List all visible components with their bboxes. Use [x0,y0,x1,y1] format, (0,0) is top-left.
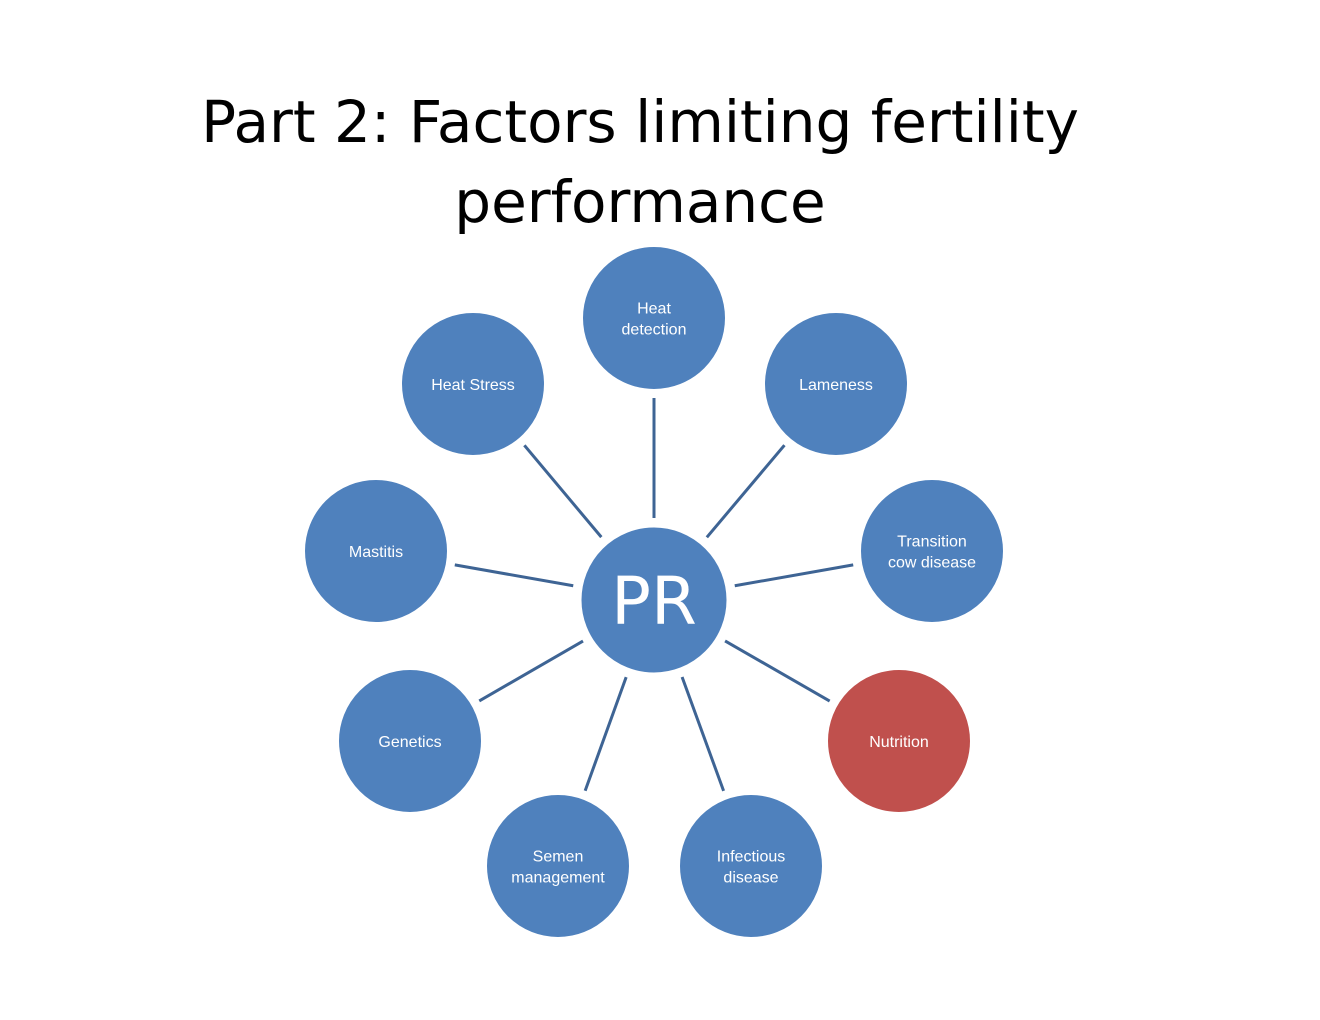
node-heat-stress-circle [400,311,546,457]
node-transition-cow-disease-circle [859,478,1005,624]
node-heat-stress: Heat Stress [400,311,546,457]
node-nutrition-label-1: Nutrition [869,734,929,751]
node-nutrition-circle [826,668,972,814]
node-lameness-circle [763,311,909,457]
node-heat-detection-label-2: detection [622,322,687,339]
node-transition-cow-disease-label-1: Transition [897,534,967,551]
slide-title-line-2: performance [454,168,826,236]
center-node: PR [578,524,730,676]
node-transition-cow-disease-label-2: cow disease [888,555,976,572]
node-lameness-label-1: Lameness [799,377,873,394]
node-heat-detection-label-1: Heat [637,301,671,318]
node-genetics-circle [337,668,483,814]
connector-heat-stress [523,444,603,539]
connector-nutrition [724,639,831,703]
center-node-label: PR [611,563,697,640]
node-infectious-disease-label-1: Infectious [717,849,785,866]
node-mastitis: Mastitis [303,478,449,624]
node-infectious-disease-label-2: disease [723,870,778,887]
connector-genetics [478,639,584,703]
node-semen-management-label-2: management [511,870,605,887]
node-infectious-disease-circle [678,793,824,939]
node-infectious-disease: Infectious disease [678,793,824,939]
connector-group [454,398,854,792]
slide-title: Part 2: Factors limiting fertility perfo… [140,82,1140,242]
node-semen-management: Semen management [485,793,631,939]
node-semen-management-circle [485,793,631,939]
node-genetics: Genetics [337,668,483,814]
connector-mastitis [454,563,574,588]
slide-title-line-1: Part 2: Factors limiting fertility [201,88,1079,156]
node-lameness: Lameness [763,311,909,457]
node-semen-management-label-1: Semen [533,849,584,866]
connector-transition-cow-disease [734,563,854,588]
node-mastitis-label-1: Mastitis [349,544,403,561]
node-heat-detection-circle [581,245,727,391]
connector-semen-management [583,676,628,792]
node-genetics-label-1: Genetics [378,734,441,751]
node-heat-stress-label-1: Heat Stress [431,377,515,394]
node-transition-cow-disease: Transition cow disease [859,478,1005,624]
connector-infectious-disease [680,676,726,792]
node-mastitis-circle [303,478,449,624]
node-heat-detection: Heat detection [581,245,727,391]
connector-lameness [705,444,786,539]
node-nutrition: Nutrition [826,668,972,814]
center-node-circle [578,524,730,676]
